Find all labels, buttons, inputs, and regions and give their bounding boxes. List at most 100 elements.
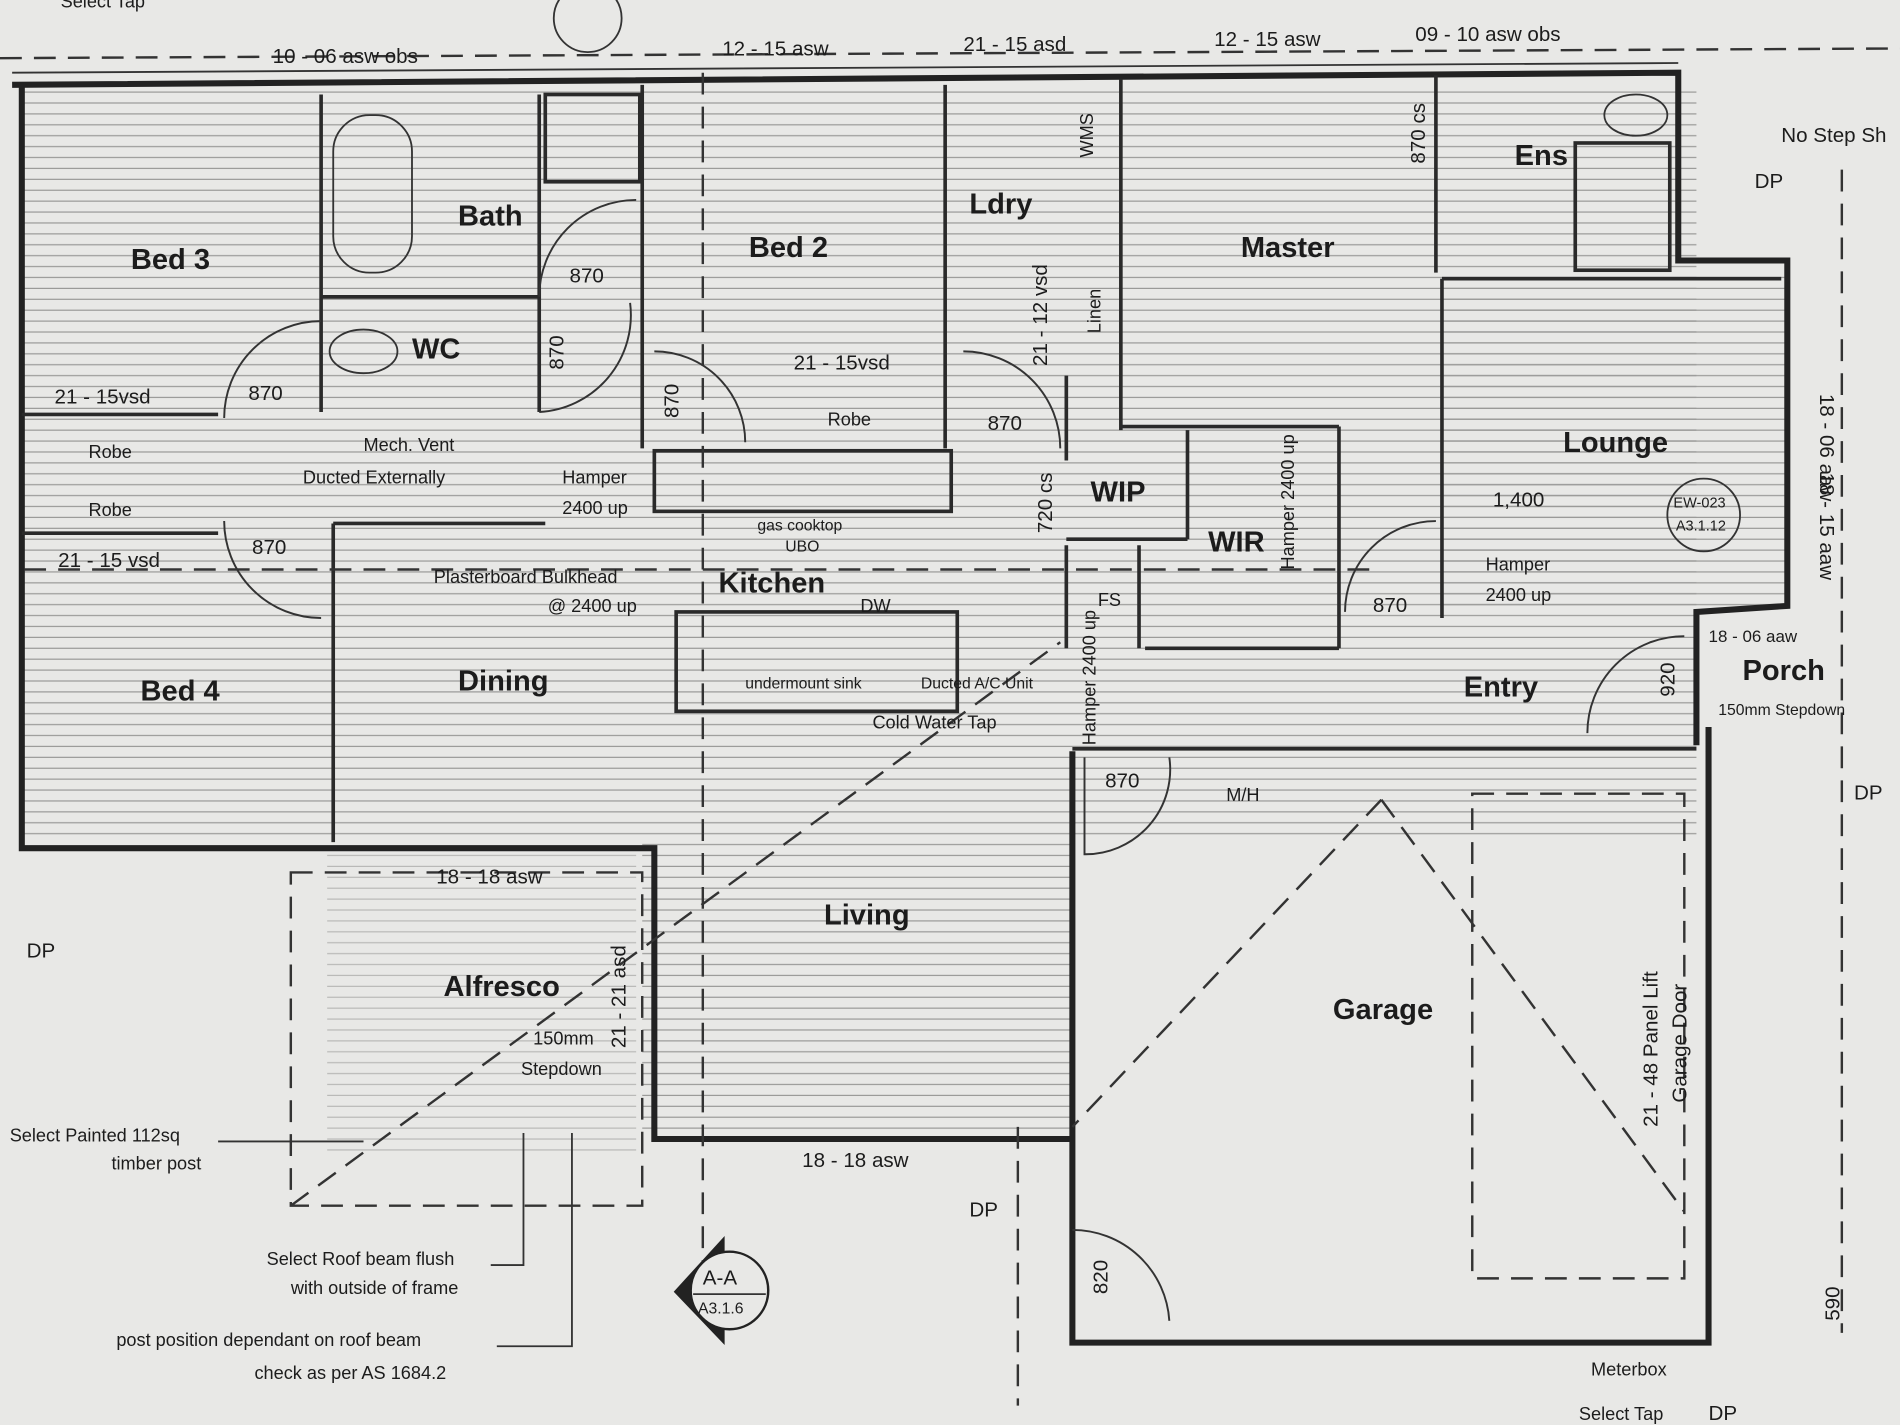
note-stepdown: 150mm: [533, 1029, 594, 1049]
section-marker: A-A A3.1.6: [673, 1235, 770, 1346]
door-dim: 870: [1373, 594, 1407, 617]
door-dim: 870: [545, 335, 568, 369]
interior-walls: [21, 0, 1782, 843]
note-ew: EW-023: [1673, 496, 1725, 512]
note-beam: Select Roof beam flush: [267, 1249, 455, 1269]
note-meterbox: Meterbox: [1591, 1359, 1667, 1379]
window-dim: 12 - 15 asw: [722, 38, 829, 61]
room-bed-2: Bed 2: [749, 232, 828, 264]
window-dim: 18 - 06 aaw: [1815, 394, 1838, 502]
section-ref: A3.1.6: [698, 1301, 744, 1318]
note-post-position: check as per AS 1684.2: [254, 1363, 446, 1383]
note-robe: Robe: [88, 500, 131, 520]
dimension-labels: 10 - 06 asw obs 12 - 15 asw 21 - 15 asd …: [55, 23, 1845, 1321]
note-sink: undermount sink: [745, 675, 862, 692]
note-no-step: No Step Sh: [1781, 124, 1886, 147]
room-kitchen: Kitchen: [719, 568, 826, 600]
room-dining: Dining: [458, 666, 548, 698]
elevation-marker: [1666, 477, 1741, 553]
window-dim: 12 - 15 asw: [1214, 28, 1321, 51]
note-gas-cooktop: gas cooktop: [757, 518, 842, 535]
room-bed-4: Bed 4: [141, 675, 221, 707]
window-dim: 18 - 18 asw: [802, 1149, 909, 1172]
note-beam: with outside of frame: [290, 1278, 459, 1298]
note-hamper-up: 2400 up: [562, 498, 628, 518]
door-dim: 870: [252, 536, 286, 559]
window-dim: 18 - 15 aaw: [1815, 473, 1838, 581]
note-stepdown-porch: 150mm Stepdown: [1718, 702, 1845, 719]
note-ew-ref: A3.1.12: [1676, 519, 1726, 535]
door-dim: 870: [1105, 770, 1139, 793]
room-labels: Bed 3 Bath WC Bed 2 Ldry Master Ens Loun…: [131, 140, 1825, 1026]
room-master: Master: [1241, 232, 1335, 264]
note-hamper: Hamper: [1486, 555, 1551, 575]
door-dim: 870: [988, 412, 1022, 435]
roof-lines: [0, 47, 1900, 1406]
section-label: A-A: [703, 1266, 738, 1289]
note-select-tap-top: Select Tap: [61, 0, 145, 11]
note-linen: Linen: [1084, 289, 1104, 333]
note-select-tap: Select Tap: [1579, 1404, 1663, 1424]
door-dim: 870: [248, 382, 282, 405]
room-bed-3: Bed 3: [131, 244, 210, 276]
note-mh: M/H: [1226, 785, 1259, 805]
room-living: Living: [824, 900, 910, 932]
note-robe: Robe: [828, 409, 871, 429]
room-bath: Bath: [458, 200, 523, 232]
room-porch: Porch: [1742, 655, 1824, 687]
note-mech-vent: Mech. Vent: [364, 435, 455, 455]
window-dim: 21 - 15 vsd: [58, 549, 160, 572]
note-dp: DP: [1854, 782, 1883, 805]
note-fs: FS: [1098, 590, 1121, 610]
window-dim: 09 - 10 asw obs: [1415, 23, 1560, 46]
note-dp: DP: [27, 939, 56, 962]
door-swings: [223, 198, 1685, 1321]
room-ensuite: Ens: [1515, 140, 1568, 172]
door-dim: 870: [661, 384, 684, 418]
room-wir: WIR: [1208, 526, 1265, 558]
note-robe: Robe: [88, 442, 131, 462]
note-post: Select Painted 112sq: [10, 1125, 180, 1145]
note-hamper-entry: Hamper 2400 up: [1079, 610, 1099, 745]
note-ac: Ducted A/C Unit: [921, 675, 1034, 692]
note-ubo: UBO: [785, 538, 819, 555]
room-lounge: Lounge: [1563, 427, 1668, 459]
note-dw: DW: [860, 596, 891, 616]
floor-hatching: [24, 90, 1788, 1152]
note-post: timber post: [111, 1153, 201, 1173]
window-dim: 21 - 15 asd: [963, 33, 1066, 56]
note-hamper-wir: Hamper 2400 up: [1278, 434, 1298, 569]
note-hamper-up: 2400 up: [1486, 585, 1552, 605]
garage-door-label: 21 - 48 Panel Lift: [1640, 971, 1663, 1127]
window-dim: 21 - 12 vsd: [1029, 264, 1052, 366]
door-dim: 920: [1657, 662, 1680, 696]
garage-door-label: Garage Door: [1669, 984, 1692, 1103]
room-garage: Garage: [1333, 994, 1433, 1026]
window-dim: 21 - 15vsd: [794, 352, 890, 375]
note-dp: DP: [1755, 170, 1784, 193]
door-dim: 820: [1090, 1260, 1113, 1294]
room-wc: WC: [412, 334, 460, 366]
window-dim: 18 - 18 asw: [436, 865, 543, 888]
note-ducted-ext: Ducted Externally: [303, 467, 446, 487]
annotations: No Step Sh DP DP DP DP DP Robe Robe Robe…: [10, 0, 1887, 1425]
room-laundry: Ldry: [969, 188, 1033, 220]
note-cold-tap: Cold Water Tap: [872, 712, 996, 732]
exterior-walls: [12, 62, 1791, 1346]
note-post-position: post position dependant on roof beam: [116, 1330, 421, 1350]
note-dp: DP: [969, 1199, 998, 1222]
note-bulkhead: Plasterboard Bulkhead: [434, 567, 618, 587]
note-wms: WMS: [1077, 113, 1097, 157]
window-dim: 21 - 15vsd: [55, 386, 151, 409]
window-dim: 18 - 06 aaw: [1709, 627, 1798, 646]
room-wip: WIP: [1091, 477, 1146, 509]
dim-1400: 1,400: [1493, 489, 1545, 512]
window-dim: 10 - 06 asw obs: [273, 45, 418, 68]
window-dim: 720 cs: [1034, 473, 1057, 534]
dim-590: 590: [1821, 1286, 1844, 1320]
note-hamper: Hamper: [562, 467, 627, 487]
note-bulkhead-h: @ 2400 up: [548, 596, 637, 616]
window-dim: 870 cs: [1407, 103, 1430, 164]
note-dp: DP: [1709, 1402, 1738, 1425]
